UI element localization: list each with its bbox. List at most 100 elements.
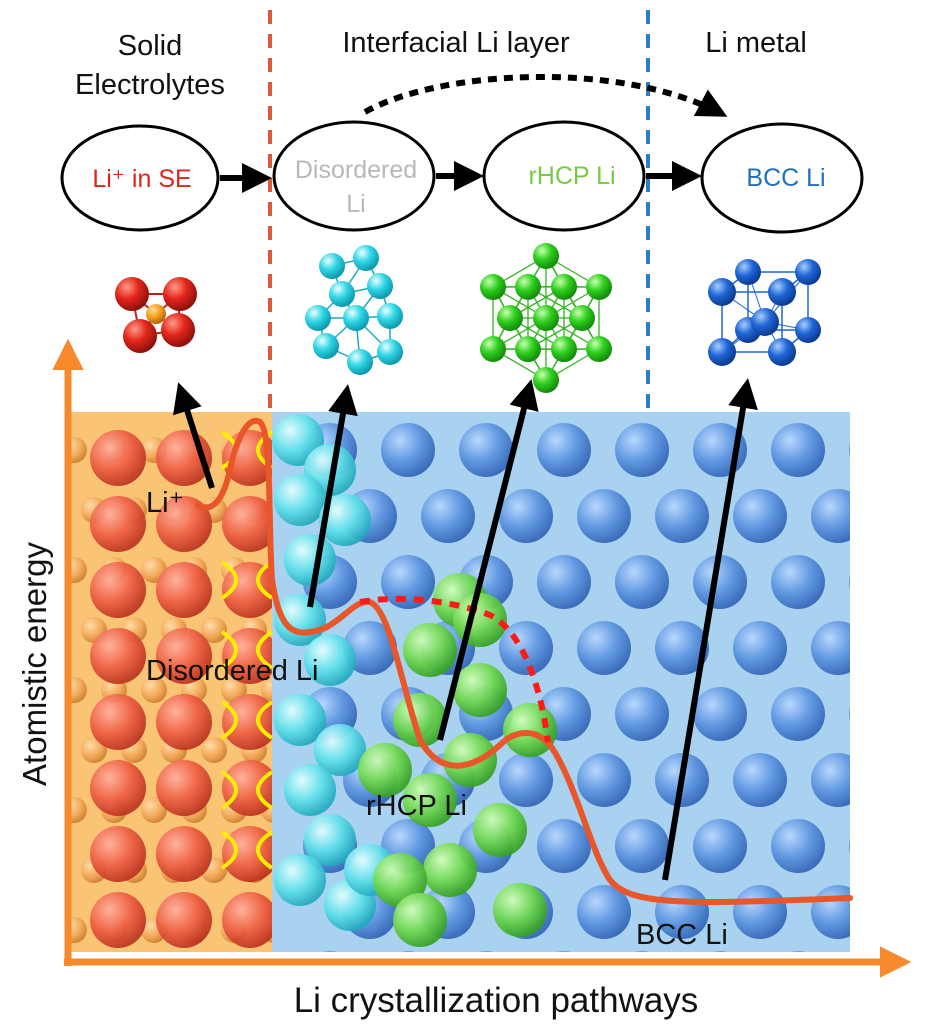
disordered-atom (284, 764, 336, 816)
disordered-atom (314, 724, 366, 776)
bcc-atom (556, 951, 572, 952)
rhcp-cluster-atom (479, 274, 506, 300)
bcc-atom (537, 423, 591, 477)
bcc-atom (655, 489, 709, 543)
interface-crescent (220, 560, 238, 600)
bypass-pathway-curve (359, 595, 551, 743)
bcc-arrow (662, 378, 758, 881)
state-bcc-label: BCC Li (746, 164, 825, 192)
bcc-atom (712, 951, 728, 952)
bcc-atom (849, 574, 850, 590)
state-li-se-label: Li⁺ in SE (92, 165, 191, 193)
state-disordered-label-line2: Li (346, 190, 365, 218)
se-large-atom (90, 958, 146, 1014)
disordered-cluster-atom (313, 333, 339, 359)
bcc-atom (537, 555, 591, 609)
bcc-atom (615, 423, 669, 477)
rhcp-atom (473, 803, 527, 857)
se-anion-atom (115, 277, 149, 311)
rhcp-atom (423, 843, 477, 897)
rhcp-atom (503, 703, 557, 757)
rhcp-cluster-atom (533, 243, 559, 269)
header-solid-line2: Electrolytes (75, 69, 225, 101)
bcc-structure-icon (708, 259, 821, 366)
state-disordered-label-line1: Disordered (295, 156, 417, 184)
bcc-atom (811, 489, 850, 543)
se-large-atom (222, 826, 272, 882)
bcc-atom (849, 442, 850, 458)
bcc-atom (343, 621, 397, 675)
disordered-cluster-atom (343, 305, 369, 331)
rhcp-cluster-atom (515, 273, 541, 300)
se-large-atom (90, 694, 146, 750)
disordered-cluster-atom (347, 349, 373, 375)
disordered-atom (304, 814, 356, 866)
li-ion-arrow (173, 382, 215, 489)
interface-crescent (256, 560, 274, 600)
rhcp-arrow (437, 379, 539, 741)
se-large-atom (222, 694, 272, 750)
se-small-atom (68, 557, 87, 583)
bcc-atom (889, 489, 926, 543)
state-li-se-ellipse (60, 124, 220, 232)
se-large-atom (222, 892, 272, 948)
rhcp-cluster-atom (551, 273, 577, 300)
rhcp-atom (453, 663, 507, 717)
state-bcc-ellipse (700, 122, 864, 234)
bcc-atom (577, 885, 631, 939)
state-rhcp-ellipse (482, 120, 646, 232)
se-small-atom (201, 977, 227, 1003)
disordered-cluster-atom (367, 273, 393, 299)
se-large-atom (90, 760, 146, 816)
disordered-atom (319, 494, 371, 546)
disordered-atom (274, 694, 326, 746)
se-small-atom (68, 677, 87, 703)
disordered-cluster-atom (319, 253, 345, 279)
bcc-atom (771, 819, 825, 873)
se-small-atom (201, 617, 227, 643)
rhcp-atom (393, 893, 447, 947)
bcc-atom (849, 838, 850, 854)
bcc-corner-atom (708, 278, 736, 306)
header-metal: Li metal (705, 27, 807, 59)
curve-label-bcc: BCC Li (636, 919, 728, 951)
se-large-atom (90, 562, 146, 618)
interface-crescent (256, 770, 274, 810)
interface-crescent (220, 770, 238, 810)
bcc-atom (790, 951, 806, 952)
bcc-atom (733, 621, 787, 675)
bcc-corner-atom (735, 259, 761, 285)
se-large-atom (156, 496, 212, 552)
se-small-atom (81, 977, 107, 1003)
bcc-atom (634, 951, 650, 952)
se-small-atom (261, 677, 272, 703)
bcc-atom (537, 819, 591, 873)
disordered-atom (284, 534, 336, 586)
se-large-atom (156, 826, 212, 882)
se-small-atom (141, 677, 167, 703)
disordered-cluster-atom (377, 339, 403, 365)
bcc-atom (889, 753, 926, 807)
bcc-atom (499, 489, 553, 543)
se-large-atom (222, 958, 278, 1014)
se-large-atom (90, 826, 146, 882)
se-large-atom (90, 496, 146, 552)
bcc-atom (459, 423, 513, 477)
bcc-atom (889, 621, 926, 675)
se-small-atom (68, 437, 87, 463)
bcc-corner-atom (768, 278, 796, 306)
bcc-atom (577, 621, 631, 675)
bcc-atom (771, 423, 825, 477)
se-anion-atom (161, 313, 195, 347)
se-large-atom (156, 628, 212, 684)
bcc-atom (381, 423, 435, 477)
se-cation-atom (146, 304, 166, 324)
bcc-center-atom (751, 308, 779, 336)
curve-label-disordered: Disordered Li (146, 655, 318, 687)
bcc-atom (849, 706, 850, 722)
se-anion-atom (123, 319, 157, 353)
se-large-atom (222, 496, 272, 552)
bcc-atom (322, 951, 338, 952)
bcc-atom (499, 753, 553, 807)
